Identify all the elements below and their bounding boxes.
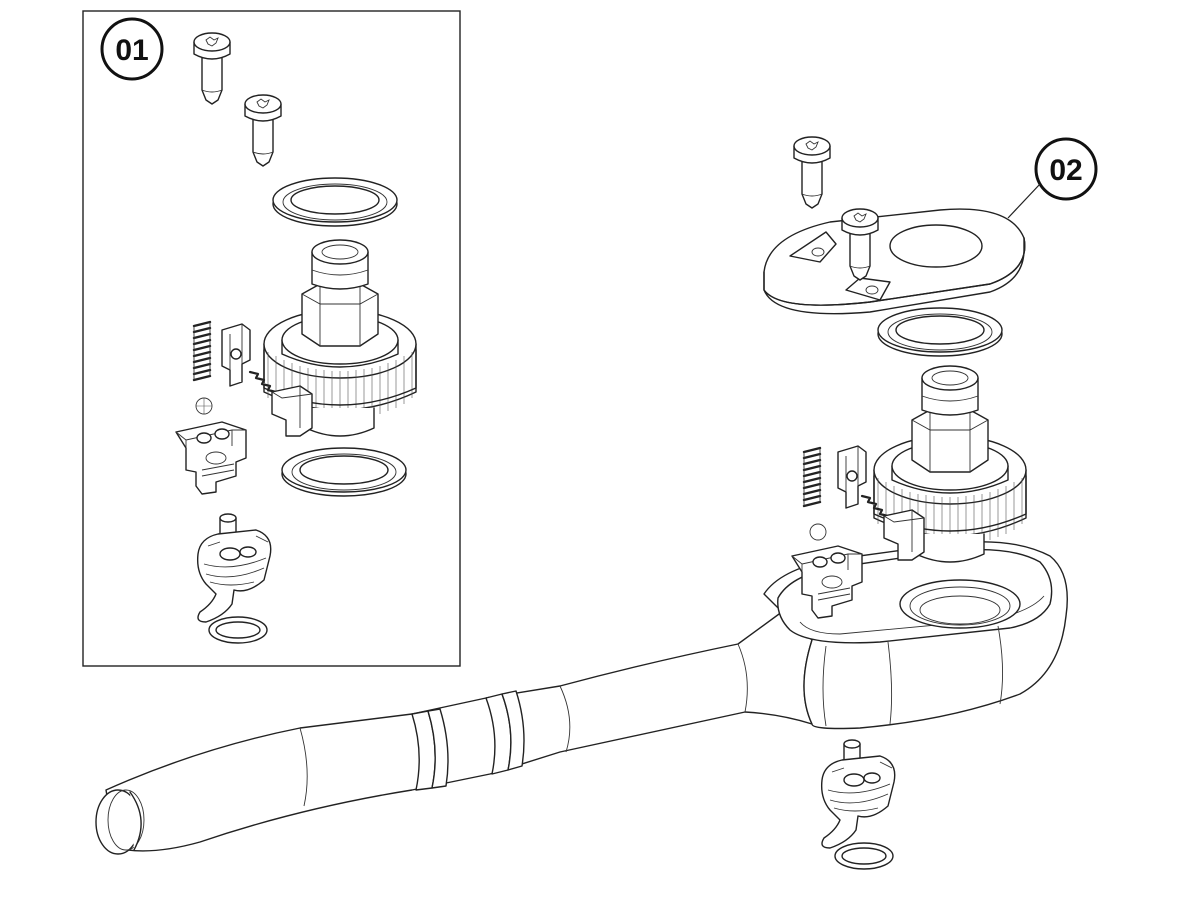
- kit-02-small-spring: [860, 494, 890, 518]
- kit-01-detent-clip: [221, 323, 251, 387]
- kit-01-washer-top: [272, 177, 398, 227]
- kit-02-lever: [820, 739, 896, 849]
- callout-02: 02: [1007, 137, 1098, 219]
- callout-02-leader: [1007, 183, 1041, 219]
- kit-01-pawl-pin: [271, 385, 313, 437]
- kit-02-detent-clip: [837, 445, 867, 509]
- kit-01-screw-1: [193, 32, 231, 105]
- kit-01-pawl: [175, 421, 247, 495]
- kit-02-spring: [802, 446, 822, 508]
- kit-02-screw-1: [793, 136, 831, 209]
- kit-02-oring: [834, 842, 894, 870]
- kit-01-screw-2: [244, 94, 282, 167]
- kit-01-lever: [196, 513, 272, 623]
- kit-02-washer: [877, 307, 1003, 357]
- kit-02-cover-plate: [763, 208, 1026, 315]
- callout-01-label: 01: [115, 34, 148, 67]
- kit-01-parts: [175, 32, 417, 644]
- kit-01-frame: [82, 10, 461, 667]
- callout-02-label: 02: [1049, 154, 1082, 187]
- kit-02-ball: [809, 523, 827, 541]
- kit-01-washer-bottom: [281, 447, 407, 497]
- kit-02-parts: [763, 136, 1027, 870]
- kit-01-ball: [195, 397, 213, 415]
- kit-01-spring: [192, 320, 212, 382]
- callout-01: 01: [100, 17, 164, 81]
- kit-01-oring: [208, 616, 268, 644]
- kit-01-small-spring: [248, 370, 278, 394]
